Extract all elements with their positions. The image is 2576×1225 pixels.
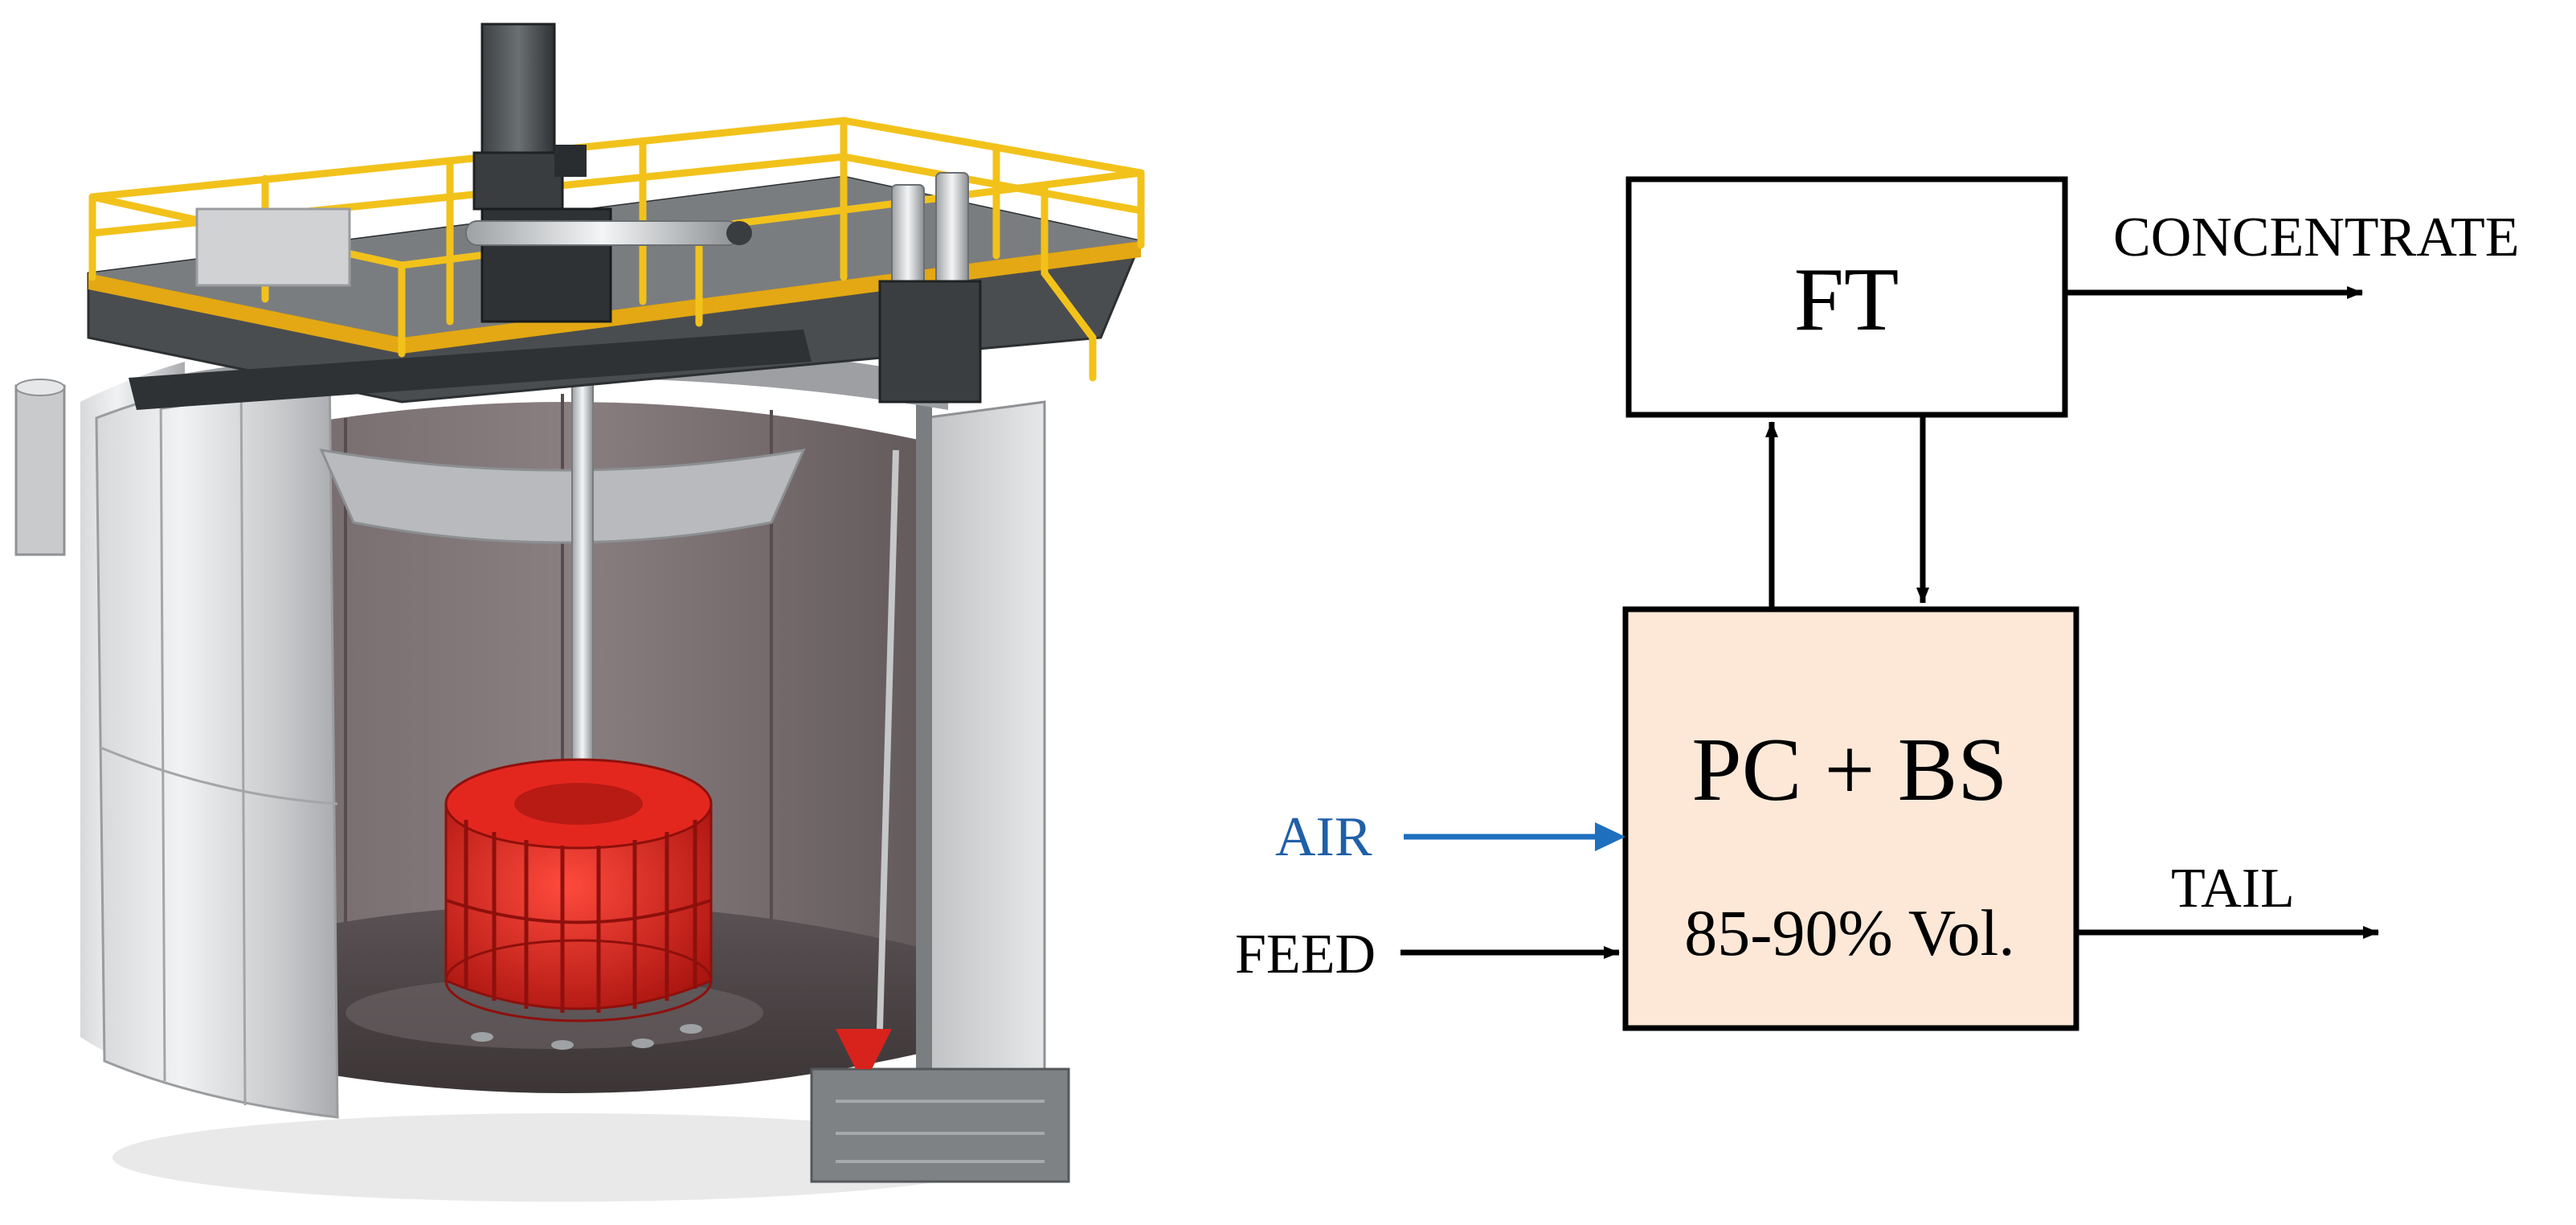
platform-beam — [129, 330, 812, 410]
discharge-cone — [836, 1029, 892, 1069]
process-flow-diagram: FT PC + BS 85-90% Vol. CONCENTRATE TAIL … — [1235, 176, 2520, 1031]
pc-bs-volume-label: 85-90% Vol. — [1684, 896, 2015, 969]
ft-box — [1625, 176, 2068, 418]
side-pipe-top — [15, 379, 65, 396]
control-panel — [195, 207, 351, 287]
concentrate-label: CONCENTRATE — [2113, 207, 2520, 268]
dart-valve-actuators — [878, 172, 982, 404]
drive-motor — [465, 23, 752, 323]
froth-crowder-cone — [319, 449, 806, 544]
agitator-shaft — [571, 305, 594, 821]
tank-shell-left — [95, 364, 339, 1119]
arrow-air-head — [1595, 822, 1625, 851]
dart-valve-rod — [877, 449, 899, 1030]
pc-bs-label: PC + BS — [1691, 720, 2007, 820]
flotation-cell-illustration — [14, 23, 1145, 1202]
discharge-box — [810, 1067, 1070, 1183]
tail-label: TAIL — [2171, 858, 2295, 920]
platform-deck-top — [88, 177, 1141, 338]
shell-seams — [100, 371, 338, 1106]
side-pipe — [14, 384, 66, 556]
shell-cut-edge — [916, 402, 932, 1133]
ft-label: FT — [1794, 250, 1899, 350]
air-label: AIR — [1275, 806, 1372, 868]
pc-bs-box — [1622, 606, 2079, 1031]
tank-shell-right — [922, 400, 1046, 1143]
tank-interior — [177, 402, 964, 1085]
ground-shadow — [112, 1113, 1012, 1202]
discharge-grating — [836, 1100, 1045, 1163]
impeller-rotor — [444, 758, 713, 1050]
feed-label: FEED — [1235, 924, 1376, 985]
